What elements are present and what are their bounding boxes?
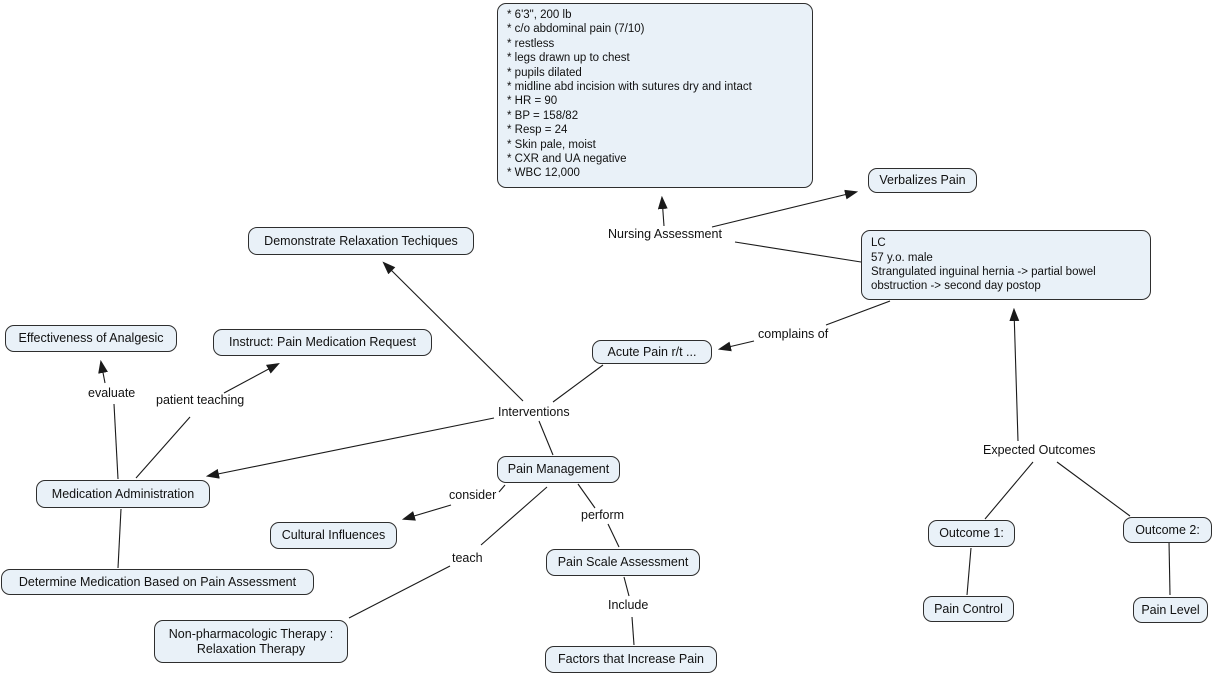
edge-consider-to-cultural-influences bbox=[401, 504, 452, 521]
edge-patient-teaching-to-instruct bbox=[223, 362, 280, 394]
edge-expected-outcomes-to-outcome1 bbox=[984, 461, 1034, 520]
node-medication-administration[interactable]: Medication Administration bbox=[36, 480, 210, 508]
node-effectiveness-of-analgesic[interactable]: Effectiveness of Analgesic bbox=[5, 325, 177, 352]
edge-teach-to-non-pharm bbox=[348, 565, 451, 619]
edge-medication-administration-to-evaluate bbox=[113, 403, 119, 480]
node-outcome-2[interactable]: Outcome 2: bbox=[1123, 517, 1212, 543]
node-lc-patient[interactable]: LC 57 y.o. male Strangulated inguinal he… bbox=[861, 230, 1151, 300]
edge-medication-administration-to-patient-teaching bbox=[135, 416, 191, 479]
edge-outcome1-to-pain-control bbox=[966, 547, 972, 596]
node-cultural-influences[interactable]: Cultural Influences bbox=[270, 522, 397, 549]
link-label-evaluate[interactable]: evaluate bbox=[88, 386, 136, 400]
link-label-interventions[interactable]: Interventions bbox=[498, 405, 570, 419]
edge-nursing-assessment-to-verbalizes-pain bbox=[711, 189, 859, 228]
edge-expected-outcomes-to-lc bbox=[1009, 307, 1020, 442]
link-label-patient-teaching[interactable]: patient teaching bbox=[156, 393, 245, 407]
node-non-pharmacologic-therapy[interactable]: Non-pharmacologic Therapy : Relaxation T… bbox=[154, 620, 348, 663]
node-pain-scale-assessment[interactable]: Pain Scale Assessment bbox=[546, 549, 700, 576]
edge-medication-administration-to-determine bbox=[117, 508, 122, 569]
link-label-nursing-assessment[interactable]: Nursing Assessment bbox=[608, 227, 722, 241]
edge-evaluate-to-effectiveness bbox=[98, 359, 108, 384]
edge-expected-outcomes-to-outcome2 bbox=[1056, 461, 1131, 517]
edge-lc-to-complains-of bbox=[825, 300, 891, 326]
edge-outcome2-to-pain-level bbox=[1168, 540, 1171, 596]
edge-include-to-factors bbox=[631, 616, 635, 646]
link-label-teach[interactable]: teach bbox=[452, 551, 483, 565]
node-outcome-1[interactable]: Outcome 1: bbox=[928, 520, 1015, 547]
link-label-include[interactable]: Include bbox=[608, 598, 649, 612]
node-pain-control[interactable]: Pain Control bbox=[923, 596, 1014, 622]
edge-pain-management-to-teach bbox=[480, 486, 548, 546]
edge-interventions-to-demonstrate bbox=[382, 261, 524, 402]
node-pain-level[interactable]: Pain Level bbox=[1133, 597, 1208, 623]
edge-nursing-assessment-to-findings bbox=[657, 195, 668, 227]
edge-pain-management-to-consider bbox=[498, 484, 506, 493]
node-acute-pain[interactable]: Acute Pain r/t ... bbox=[592, 340, 712, 364]
node-determine-medication[interactable]: Determine Medication Based on Pain Asses… bbox=[1, 569, 314, 595]
edge-interventions-to-pain-management bbox=[538, 420, 554, 456]
edge-nursing-assessment-to-lc bbox=[734, 241, 862, 263]
link-label-perform[interactable]: perform bbox=[581, 508, 625, 522]
edge-complains-of-to-acute-pain bbox=[717, 340, 755, 352]
edge-acute-pain-to-interventions bbox=[552, 364, 604, 403]
edge-pain-management-to-perform bbox=[577, 483, 596, 509]
node-instruct-pain-medication-request[interactable]: Instruct: Pain Medication Request bbox=[213, 329, 432, 356]
node-pain-management[interactable]: Pain Management bbox=[497, 456, 620, 483]
node-demonstrate-relaxation-techniques[interactable]: Demonstrate Relaxation Techiques bbox=[248, 227, 474, 255]
link-label-expected-outcomes[interactable]: Expected Outcomes bbox=[983, 443, 1096, 457]
link-label-complains-of[interactable]: complains of bbox=[758, 327, 829, 341]
edge-perform-to-pain-scale bbox=[607, 523, 620, 548]
node-verbalizes-pain[interactable]: Verbalizes Pain bbox=[868, 168, 977, 193]
edge-pain-scale-to-include bbox=[623, 576, 630, 597]
node-assessment-findings[interactable]: * 6'3", 200 lb * c/o abdominal pain (7/1… bbox=[497, 3, 813, 188]
node-factors-that-increase-pain[interactable]: Factors that Increase Pain bbox=[545, 646, 717, 673]
edge-interventions-to-medication-administration bbox=[205, 417, 495, 479]
link-label-consider[interactable]: consider bbox=[449, 488, 497, 502]
